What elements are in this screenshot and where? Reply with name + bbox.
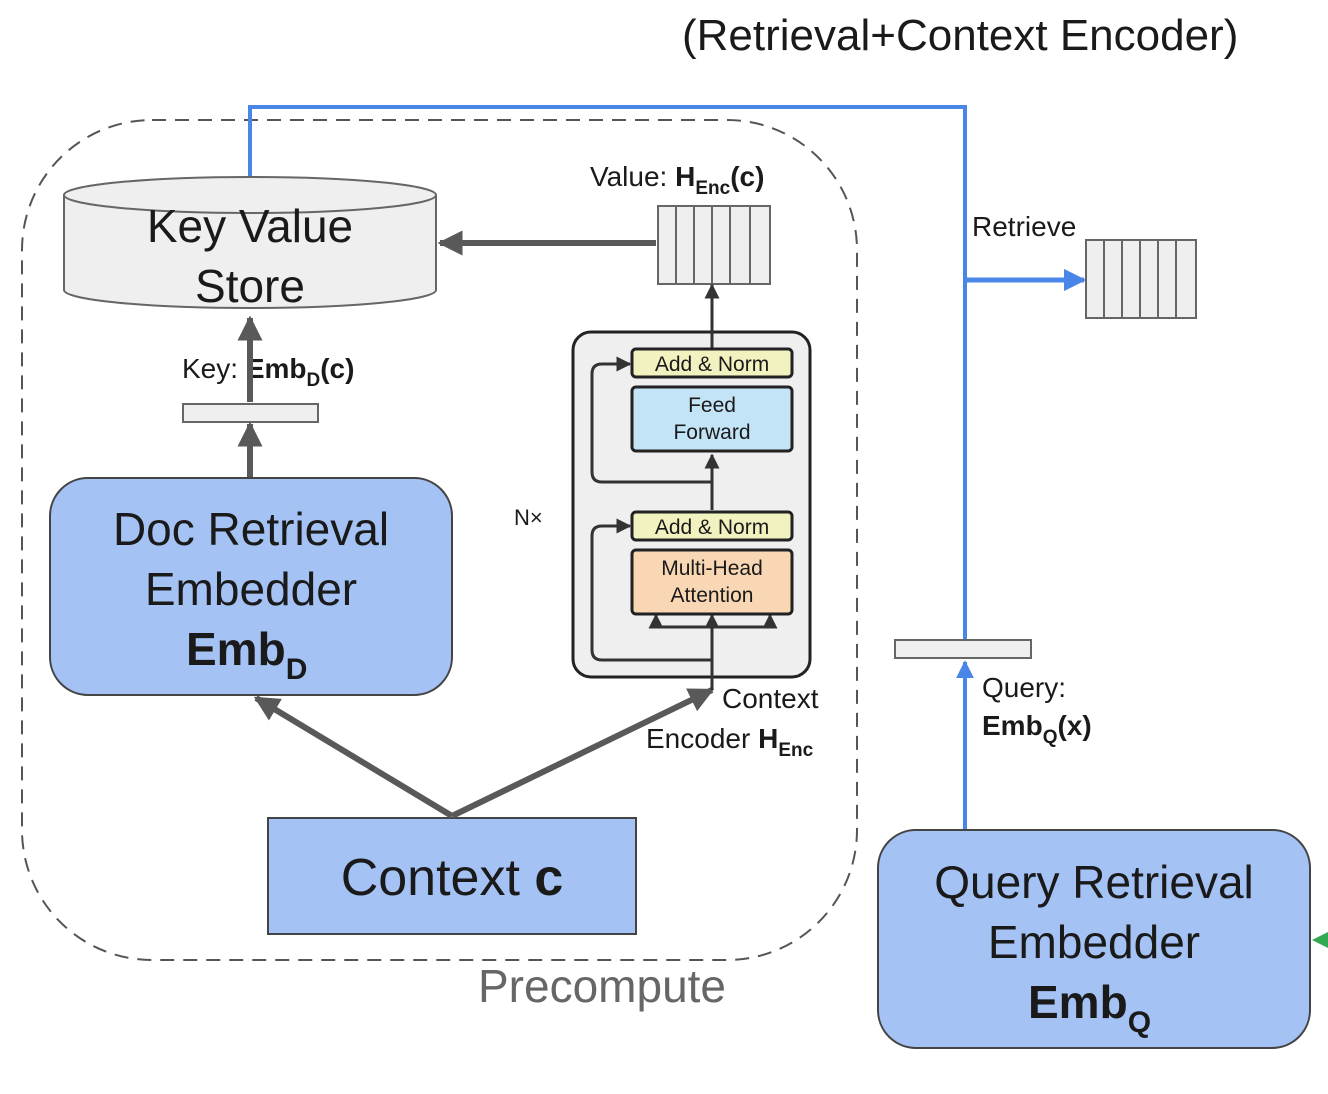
key-vector	[182, 403, 319, 423]
doc-embedder-emb: EmbD	[186, 623, 307, 686]
green-input-arrowhead	[1312, 932, 1328, 948]
diagram-title: (Retrieval+Context Encoder)	[682, 11, 1238, 60]
context-to-doc-embedder-arrow	[253, 695, 454, 819]
feed-forward-label-2: Forward	[673, 421, 750, 444]
precompute-region	[21, 119, 858, 961]
add-norm-top	[630, 347, 794, 379]
feed-forward-label-1: Feed	[688, 394, 736, 417]
query-label-line2: EmbQ(x)	[982, 710, 1092, 748]
query-label-line1: Query:	[982, 672, 1066, 703]
doc-embedder-line1: Doc Retrieval	[113, 503, 389, 555]
query-embedder-line1: Query Retrieval	[934, 856, 1254, 908]
query-vector	[894, 639, 1032, 659]
attention-label-1: Multi-Head	[661, 557, 763, 580]
context-label: Context c	[341, 849, 564, 907]
store-to-retrieve-line	[248, 105, 967, 640]
add-norm-bottom-label: Add & Norm	[655, 516, 769, 539]
retrieved-vector	[1085, 239, 1197, 319]
encoder-label-line2: Encoder HEnc	[646, 723, 814, 761]
context-encoder-block	[571, 283, 812, 690]
add-norm-bottom	[630, 510, 794, 542]
key-value-store	[63, 176, 437, 309]
query-embedder-emb: EmbQ	[1028, 976, 1151, 1039]
kv-store-label-line2: Store	[195, 260, 305, 312]
add-norm-top-label: Add & Norm	[655, 353, 769, 376]
attention-label-2: Attention	[671, 584, 754, 607]
retrieve-label: Retrieve	[972, 211, 1076, 242]
precompute-label: Precompute	[478, 960, 726, 1012]
encoder-label-line1: Context	[722, 683, 819, 714]
value-label: Value: HEnc(c)	[590, 161, 764, 199]
repeat-label: N×	[514, 505, 543, 530]
multi-head-attention-box	[630, 548, 794, 616]
context-box	[267, 817, 637, 935]
query-embedder-line2: Embedder	[988, 916, 1200, 968]
feed-forward-box	[630, 385, 794, 453]
kv-store-label-line1: Key Value	[147, 200, 353, 252]
context-to-encoder-arrow	[450, 687, 715, 819]
query-retrieval-embedder	[877, 829, 1311, 1049]
doc-embedder-line2: Embedder	[145, 563, 357, 615]
key-label: Key: EmbD(c)	[182, 353, 354, 391]
value-vector	[657, 205, 771, 285]
doc-retrieval-embedder	[49, 477, 453, 696]
